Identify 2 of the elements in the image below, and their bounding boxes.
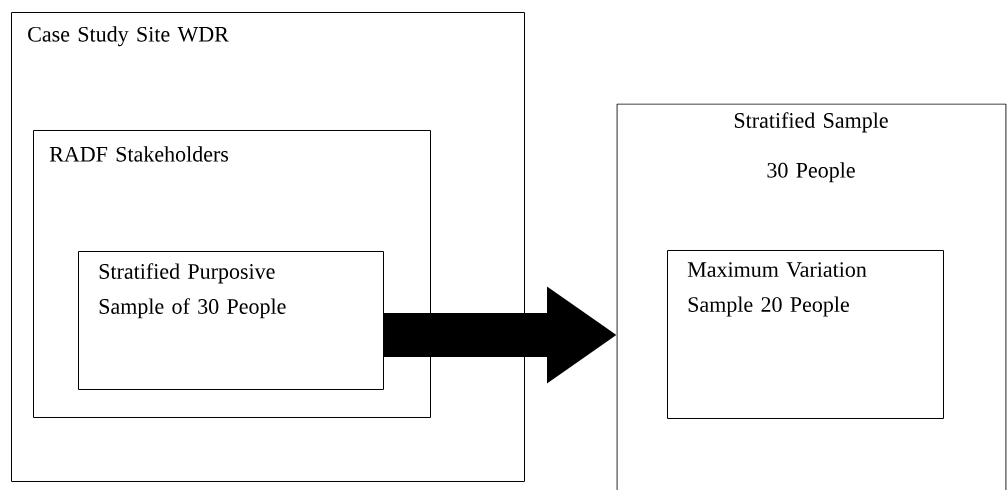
sample-box: Stratified Purposive Sample of 30 People bbox=[78, 251, 384, 390]
sample-box: Maximum Variation Sample 20 People bbox=[667, 250, 944, 419]
